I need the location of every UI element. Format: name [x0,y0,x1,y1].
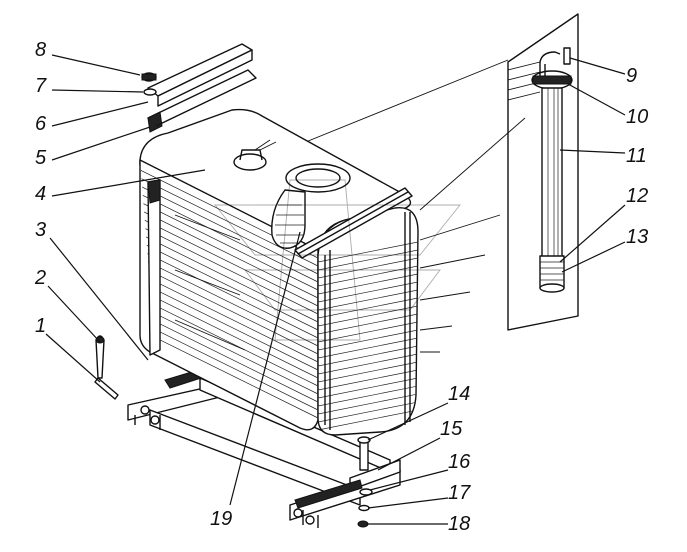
callout-13: 13 [626,226,648,248]
leader-lines [45,54,626,525]
fuel-level-sender [531,47,573,293]
callout-8: 8 [35,39,46,61]
callout-18: 18 [448,513,470,535]
callouts: 8 7 6 5 4 3 2 1 9 10 11 12 13 14 15 16 1… [34,39,648,535]
callout-16: 16 [448,451,471,473]
watermark-logo [214,179,461,341]
callout-17: 17 [448,482,471,504]
callout-3: 3 [35,219,46,241]
callout-1: 1 [35,315,46,337]
strap-bracket-5-6 [147,43,257,133]
fuel-tank [139,108,419,436]
inset-panel [507,13,579,331]
fasteners-7-8 [141,72,157,96]
callout-10: 10 [626,106,648,128]
callout-9: 9 [626,65,637,87]
projection-lines [285,59,526,353]
fasteners-14-18 [357,436,373,528]
callout-15: 15 [440,418,463,440]
callout-2: 2 [34,267,46,289]
callout-6: 6 [35,113,47,135]
callout-7: 7 [35,75,47,97]
callout-12: 12 [626,185,648,207]
callout-14: 14 [448,383,470,405]
bolt-pin-1-2 [94,335,119,400]
callout-4: 4 [35,183,46,205]
callout-19: 19 [210,508,232,530]
callout-11: 11 [626,145,647,167]
callout-5: 5 [35,147,47,169]
